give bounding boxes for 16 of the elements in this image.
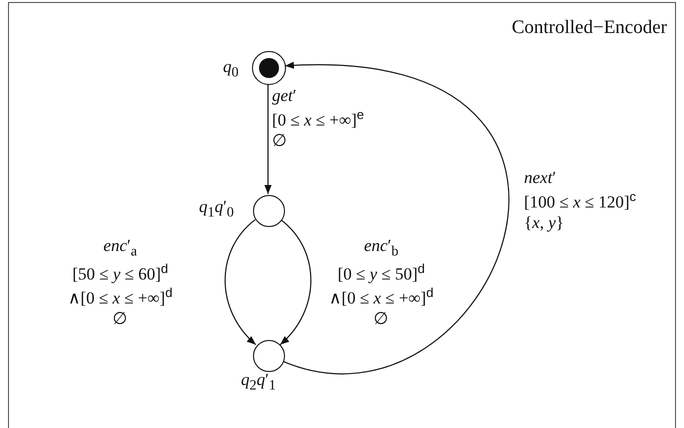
edge-label: enc′$_{a}$ [50 ≤ y ≤ 60]$^{d}$ ∧[0 ≤ x ≤ +∞]$^{d}$ ∅ (68, 236, 172, 330)
state-circle (253, 195, 285, 227)
state-label: q$_{0}$ (223, 57, 239, 82)
transition-arrow (280, 219, 312, 346)
transition-arrow (282, 62, 510, 374)
diagram-frame (8, 2, 676, 428)
state-label: q$_{2}$q′$_{1}$ (241, 370, 276, 394)
initial-state-circle (252, 51, 286, 85)
edge-label: get′ [0 ≤ x ≤ +∞]$^{e}$ ∅ (272, 86, 364, 152)
transition-arrow (224, 219, 256, 346)
state-circle (253, 340, 285, 372)
state-label: q$_{1}$q′$_{0}$ (199, 197, 234, 222)
edge-label: enc′$_{b}$ [0 ≤ y ≤ 50]$^{d}$ ∧[0 ≤ x ≤ +∞]$^{d}$ ∅ (329, 236, 434, 330)
transition-arrow (264, 84, 272, 194)
frame-label: Controlled−Encoder (512, 17, 667, 39)
edge-label: next′ [100 ≤ x ≤ 120]$^{c}$ {x, y} (524, 168, 636, 234)
